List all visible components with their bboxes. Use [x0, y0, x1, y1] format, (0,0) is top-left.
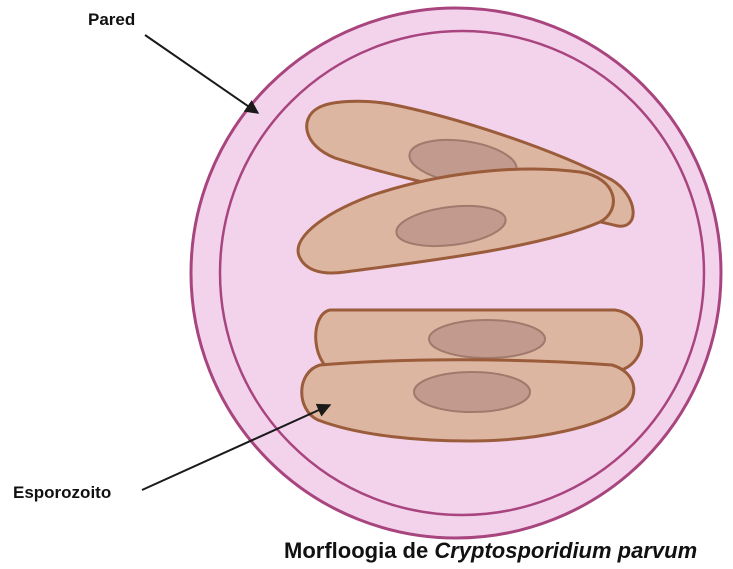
wall-leader-arrow	[145, 35, 258, 113]
caption-species: Cryptosporidium parvum	[434, 538, 697, 563]
caption-prefix: Morfloogia de	[284, 538, 434, 563]
sporozoite-label: Esporozoito	[13, 483, 111, 503]
sporozoite-4-nucleus	[414, 372, 530, 412]
wall-label: Pared	[88, 10, 135, 30]
figure-caption: Morfloogia de Cryptosporidium parvum	[284, 538, 697, 564]
sporozoite-3-nucleus	[429, 320, 545, 358]
